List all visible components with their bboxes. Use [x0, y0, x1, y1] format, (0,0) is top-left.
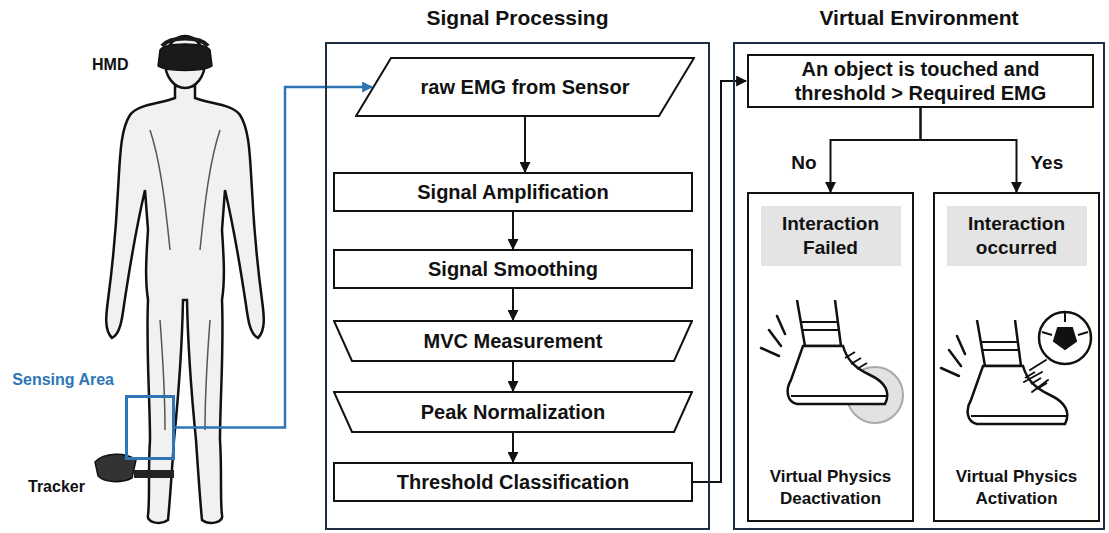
box-text: Signal Smoothing [428, 257, 598, 281]
trapezoid-outline [334, 321, 692, 361]
section-panel: Signal Processingraw EMG from SensorSign… [325, 42, 710, 530]
connector [512, 433, 514, 462]
box-text: MVC Measurement [424, 329, 603, 353]
outcome-box: Interaction occurredVirtual Physics Acti… [933, 192, 1100, 522]
status-tag: Interaction Failed [761, 206, 901, 266]
panel-title: Signal Processing [327, 6, 708, 30]
box-text: Threshold Classification [397, 470, 629, 494]
figure-label: Tracker [28, 478, 85, 496]
status-heading: Interaction Failed [765, 212, 897, 260]
area-label: Sensing Area [12, 371, 114, 389]
manual-trapezoid: Peak Normalization [333, 391, 693, 433]
connector [512, 289, 514, 320]
connector [693, 81, 746, 482]
shape-outline [355, 57, 695, 117]
process-box: Threshold Classification [333, 462, 693, 502]
soccer-ball [1039, 312, 1091, 364]
box-text: An object is touched and threshold > Req… [781, 57, 1061, 106]
shape-outline [333, 320, 693, 362]
shoe-illustration [761, 300, 887, 404]
branch-label: No [789, 152, 818, 174]
trapezoid-outline [334, 392, 692, 432]
connector [175, 87, 372, 428]
ball-motion-lines [1024, 360, 1048, 392]
box-text: raw EMG from Sensor [421, 75, 630, 99]
box-text: Signal Amplification [417, 180, 609, 204]
ball-patch [1042, 312, 1088, 349]
connector [921, 108, 1017, 192]
outcome-caption: Virtual Physics Activation [944, 466, 1089, 510]
connector [524, 117, 526, 172]
outcome-box: Interaction FailedVirtual Physics Deacti… [747, 192, 914, 522]
muscle-lines [150, 130, 220, 430]
connector [512, 212, 514, 249]
figure-label: HMD [92, 56, 128, 74]
hmd-headset [158, 44, 212, 71]
sensing-area-box: Sensing Area [125, 395, 175, 460]
connector [831, 108, 921, 192]
box-text: Peak Normalization [421, 400, 606, 424]
tracker-device [95, 454, 136, 481]
status-heading: Interaction occurred [951, 212, 1083, 260]
tracker-strap [134, 470, 174, 478]
parallelogram-outline [356, 58, 694, 116]
process-box: Signal Smoothing [333, 249, 693, 289]
hmd-strap [162, 39, 208, 47]
branch-label: Yes [1029, 152, 1066, 174]
manual-trapezoid: MVC Measurement [333, 320, 693, 362]
section-panel: Virtual EnvironmentAn object is touched … [733, 42, 1105, 530]
outcome-caption: Virtual Physics Deactivation [758, 466, 903, 510]
connector [512, 362, 514, 391]
status-tag: Interaction occurred [947, 206, 1087, 266]
shape-outline [333, 391, 693, 433]
process-box: An object is touched and threshold > Req… [747, 54, 1094, 108]
panel-title: Virtual Environment [735, 6, 1103, 30]
input-parallelogram: raw EMG from Sensor [355, 57, 695, 117]
process-box: Signal Amplification [333, 172, 693, 212]
